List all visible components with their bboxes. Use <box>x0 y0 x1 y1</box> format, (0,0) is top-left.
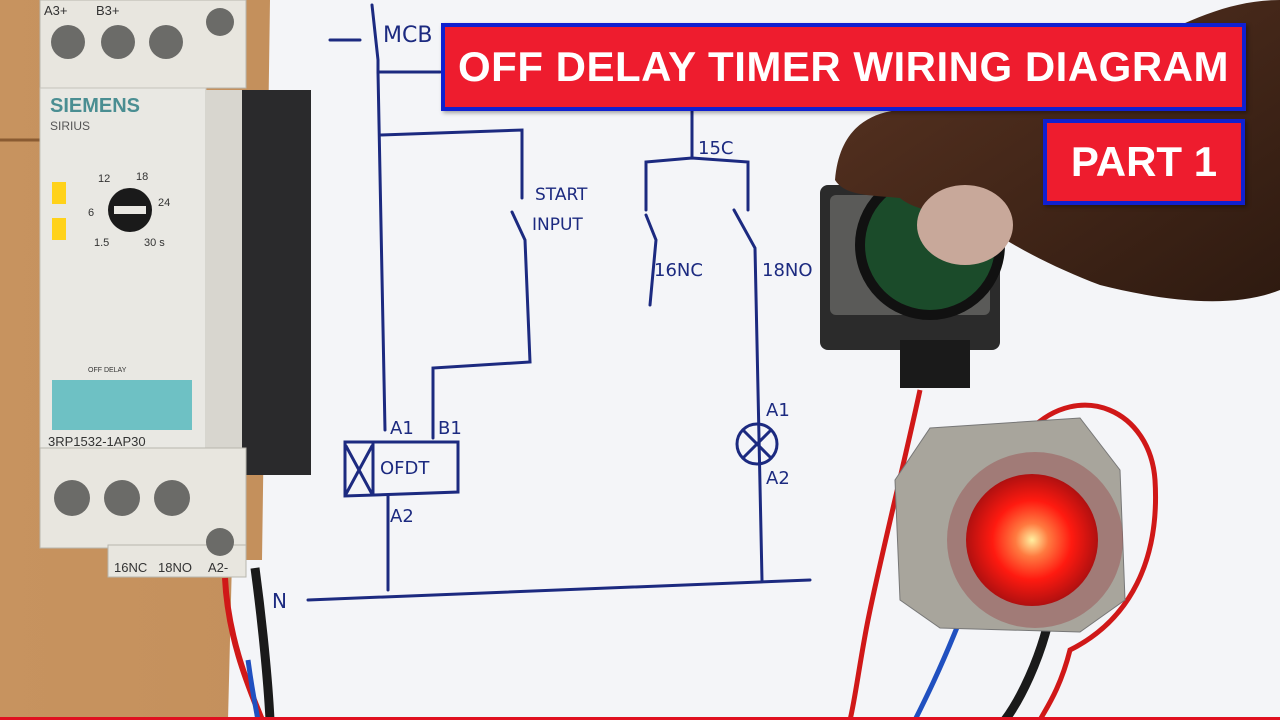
black-wire <box>250 567 275 720</box>
relay-top-terminal-label-2: B3+ <box>96 3 120 18</box>
relay-bottom-terminal-label: 18NO <box>158 560 192 575</box>
coil-a1-label: A1 <box>390 418 414 439</box>
terminal-screw-icon <box>101 25 135 59</box>
wiring-diagram <box>306 3 812 602</box>
mcb-line <box>328 3 442 74</box>
lamp-a1-label: A1 <box>766 400 790 421</box>
terminal-screw-icon <box>54 480 90 516</box>
timer-contact-branch <box>644 108 764 582</box>
mcb-label: MCB <box>383 23 432 48</box>
dial-label: 30 s <box>144 237 165 249</box>
red-wire <box>847 389 923 720</box>
time-dial-slot <box>114 206 146 214</box>
relay-side-rail <box>206 90 242 475</box>
dial-label: 1.5 <box>94 237 109 249</box>
diagram-labels: MCB START INPUT 15C 16NC 18NO A1 B1 OFDT… <box>272 23 813 613</box>
fingernail <box>917 185 1013 265</box>
relay-bottom-terminal-label: A2- <box>208 560 228 575</box>
coil-label: OFDT <box>380 458 430 479</box>
red-lamp-icon <box>966 474 1098 606</box>
red-indicator-lamp <box>847 389 1159 720</box>
dial-label: 24 <box>158 197 170 209</box>
coil-box <box>343 440 460 498</box>
live-rail <box>376 70 387 432</box>
terminal-screw-icon <box>104 480 140 516</box>
blue-wire <box>912 619 963 720</box>
button-terminal <box>900 340 970 388</box>
terminal-screw-icon <box>154 480 190 516</box>
relay-series: SIRIUS <box>50 119 90 133</box>
terminal-screw-icon <box>149 25 183 59</box>
relay-label-window <box>52 380 192 430</box>
relay-led-icon <box>52 182 66 204</box>
relay-brand: SIEMENS <box>50 95 140 117</box>
part-badge: PART 1 <box>1043 119 1245 205</box>
dial-label: 12 <box>98 173 110 185</box>
coil-cross <box>344 444 374 496</box>
relay-bottom-terminal-label: 16NC <box>114 560 147 575</box>
dial-label: 18 <box>136 171 148 183</box>
relay-top-terminal-label: A3+ <box>44 3 68 18</box>
no-contact-label: 18NO <box>762 260 813 281</box>
coil-a2-label: A2 <box>390 506 414 527</box>
dial-label: 6 <box>88 207 94 219</box>
start-input-branch <box>378 128 532 440</box>
siemens-timer-relay: A3+ B3+ SIEMENS SIRIUS 12 18 6 24 1.5 30… <box>39 0 311 578</box>
relay-led-icon <box>52 218 66 240</box>
blue-wire <box>245 659 261 720</box>
relay-model: 3RP1532-1AP30 <box>48 434 146 449</box>
title-banner: OFF DELAY TIMER WIRING DIAGRAM <box>441 23 1246 111</box>
coil-b1-label: B1 <box>438 418 462 439</box>
terminal-screw-icon <box>206 8 234 36</box>
red-wire-loop <box>1028 402 1159 720</box>
bottom-red-border <box>0 717 1280 720</box>
terminal-screw-icon <box>51 25 85 59</box>
common-contact-label: 15C <box>698 138 733 159</box>
neutral-label: N <box>272 589 287 613</box>
lamp-a2-label: A2 <box>766 468 790 489</box>
relay-mode-text: OFF DELAY <box>88 367 127 374</box>
neutral-rail <box>306 578 812 602</box>
lamp-cross <box>741 428 773 460</box>
terminal-screw-icon <box>206 528 234 556</box>
input-label: INPUT <box>532 215 583 235</box>
start-label: START <box>535 185 588 205</box>
lamp-symbol-icon <box>735 422 779 466</box>
nc-contact-label: 16NC <box>654 260 703 281</box>
